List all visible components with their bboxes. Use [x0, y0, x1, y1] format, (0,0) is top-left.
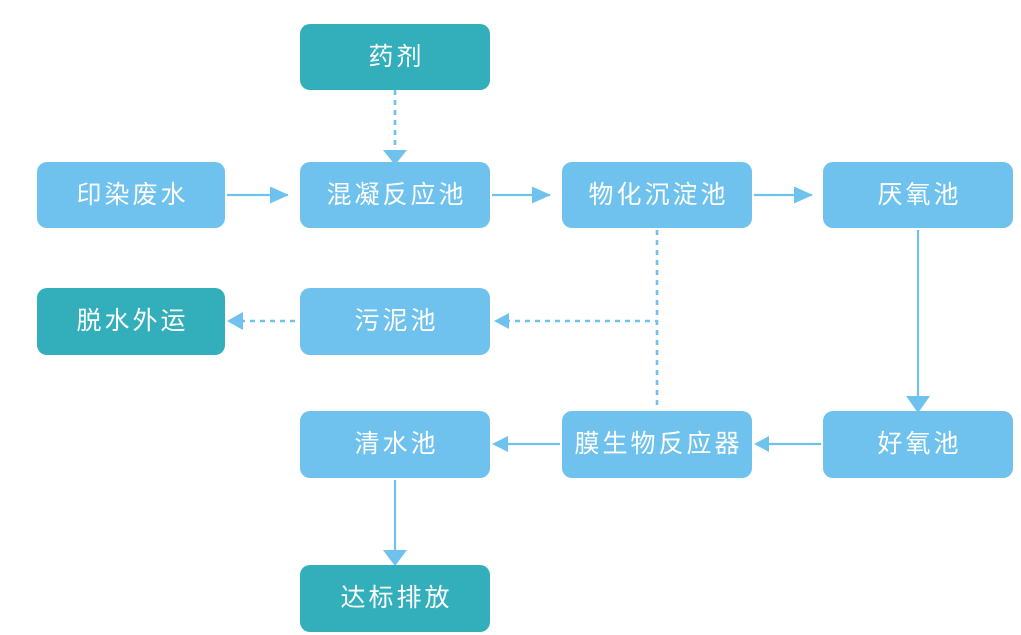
node-label-compliant-discharge: 达标排放	[340, 584, 453, 612]
node-aerobic-tank[interactable]: 好氧池	[823, 411, 1013, 478]
edge-reagent-to-coagulation	[383, 90, 407, 165]
node-compliant-discharge[interactable]: 达标排放	[300, 565, 490, 632]
node-label-reagent: 药剂	[368, 42, 425, 71]
edge-anaerobic-to-aerobic	[906, 230, 930, 413]
node-label-physical-settler: 物化沉淀池	[588, 180, 729, 209]
node-label-clearwater-tank: 清水池	[354, 430, 439, 458]
node-anaerobic-tank[interactable]: 厌氧池	[823, 162, 1013, 228]
node-label-dyeing-wastewater: 印染废水	[76, 180, 189, 209]
node-label-dewatering-transport: 脱水外运	[76, 307, 189, 335]
node-reagent[interactable]: 药剂	[300, 24, 490, 90]
node-label-coagulation-tank: 混凝反应池	[326, 180, 467, 209]
edge-sludge-to-dewatering	[227, 312, 298, 330]
node-membrane-bioreactor[interactable]: 膜生物反应器	[562, 411, 752, 478]
edge-mbr-to-clearwater	[492, 436, 560, 452]
edge-clearwater-to-discharge	[383, 480, 407, 566]
node-sludge-tank[interactable]: 污泥池	[300, 288, 490, 355]
edge-aerobic-to-mbr	[754, 436, 821, 452]
node-physical-settler[interactable]: 物化沉淀池	[562, 162, 752, 228]
node-label-aerobic-tank: 好氧池	[877, 430, 962, 458]
node-dewatering-transport[interactable]: 脱水外运	[37, 288, 225, 355]
node-label-anaerobic-tank: 厌氧池	[877, 180, 962, 209]
node-label-sludge-tank: 污泥池	[354, 307, 439, 335]
node-clearwater-tank[interactable]: 清水池	[300, 411, 490, 478]
node-label-membrane-bioreactor: 膜生物反应器	[574, 430, 743, 458]
edge-settler-mbr-to-sludge	[494, 230, 659, 409]
node-dyeing-wastewater[interactable]: 印染废水	[37, 162, 225, 228]
node-coagulation-tank[interactable]: 混凝反应池	[300, 162, 490, 228]
